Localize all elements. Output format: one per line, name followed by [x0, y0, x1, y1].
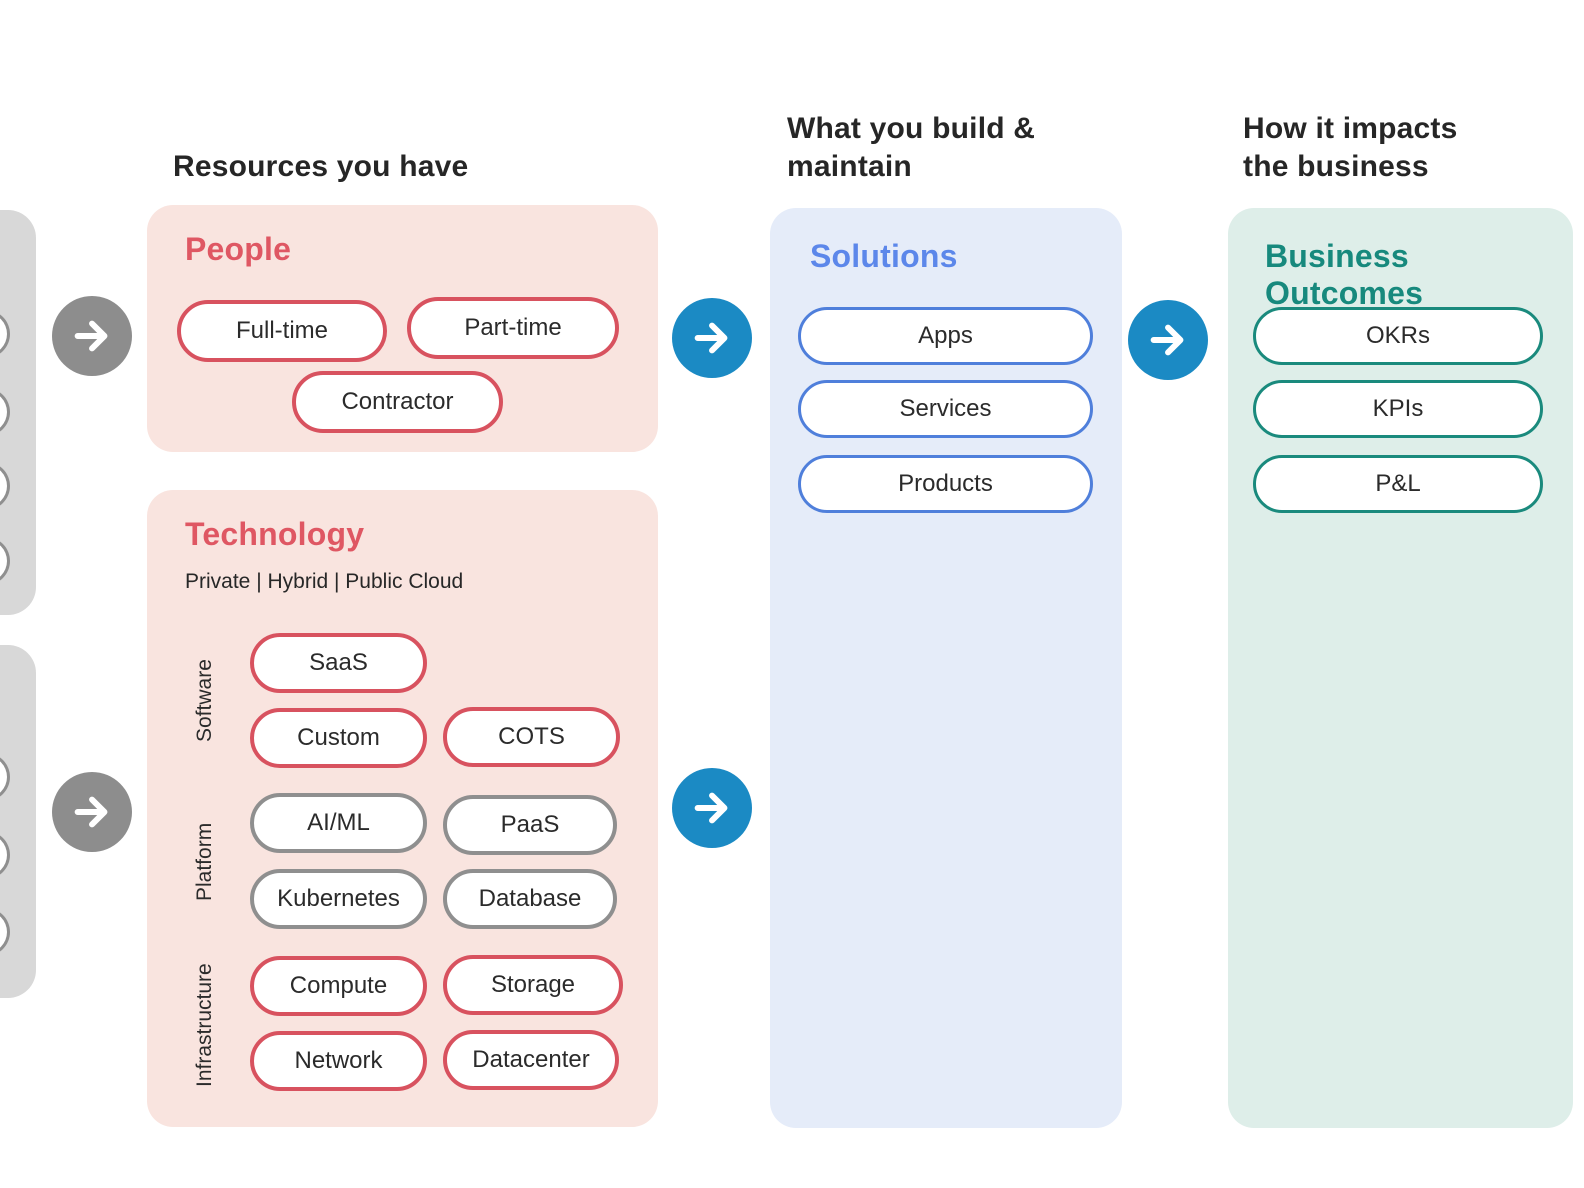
blue-arrow-right-icon [672, 768, 752, 848]
technology-subtitle: Private | Hybrid | Public Cloud [185, 570, 464, 593]
pill-apps: Apps [798, 307, 1093, 365]
pill-storage: Storage [443, 955, 623, 1015]
group-label-infrastructure: Infrastructure [193, 963, 216, 1087]
people-card-title: People [185, 231, 292, 267]
gray-arrow-right-icon [52, 772, 132, 852]
business-outcomes-card-title: Business Outcomes [1265, 238, 1424, 311]
pill-okrs: OKRs [1253, 307, 1543, 365]
technology-card: Technology Private | Hybrid | Public Clo… [147, 490, 658, 1127]
pill-full-time: Full-time [177, 300, 387, 362]
pill-cots: COTS [443, 707, 620, 767]
column-heading-resources: Resources you have [173, 150, 469, 183]
pill-kpis: KPIs [1253, 380, 1543, 438]
solutions-card: Solutions Apps Services Products [770, 208, 1122, 1128]
column-heading-solutions: What you build & maintain [787, 110, 1035, 186]
blue-arrow-right-icon [672, 298, 752, 378]
people-card: People Full-time Part-time Contractor [147, 205, 658, 452]
pill-part-time: Part-time [407, 297, 619, 359]
gray-arrow-right-icon [52, 296, 132, 376]
column-heading-outcomes-line1: How it impacts [1243, 112, 1458, 145]
group-label-software: Software [193, 659, 216, 742]
pill-services: Services [798, 380, 1093, 438]
pill-saas: SaaS [250, 633, 427, 693]
pill-paas: PaaS [443, 795, 617, 855]
pill-compute: Compute [250, 956, 427, 1016]
column-heading-outcomes-line2: the business [1243, 150, 1429, 183]
pill-pnl: P&L [1253, 455, 1543, 513]
pill-products: Products [798, 455, 1093, 513]
blue-arrow-right-icon [1128, 300, 1208, 380]
pill-custom: Custom [250, 708, 427, 768]
pill-contractor: Contractor [292, 371, 503, 433]
business-outcomes-card: Business Outcomes OKRs KPIs P&L [1228, 208, 1573, 1128]
pill-kubernetes: Kubernetes [250, 869, 427, 929]
pill-database: Database [443, 869, 617, 929]
column-heading-solutions-line1: What you build & [787, 112, 1036, 145]
pill-ai-ml: AI/ML [250, 793, 427, 853]
pill-network: Network [250, 1031, 427, 1091]
solutions-card-title: Solutions [810, 238, 958, 274]
column-heading-solutions-line2: maintain [787, 150, 912, 183]
technology-card-title: Technology [185, 516, 365, 552]
pill-datacenter: Datacenter [443, 1030, 619, 1090]
column-heading-outcomes: How it impacts the business [1243, 110, 1458, 186]
group-label-platform: Platform [193, 822, 216, 901]
